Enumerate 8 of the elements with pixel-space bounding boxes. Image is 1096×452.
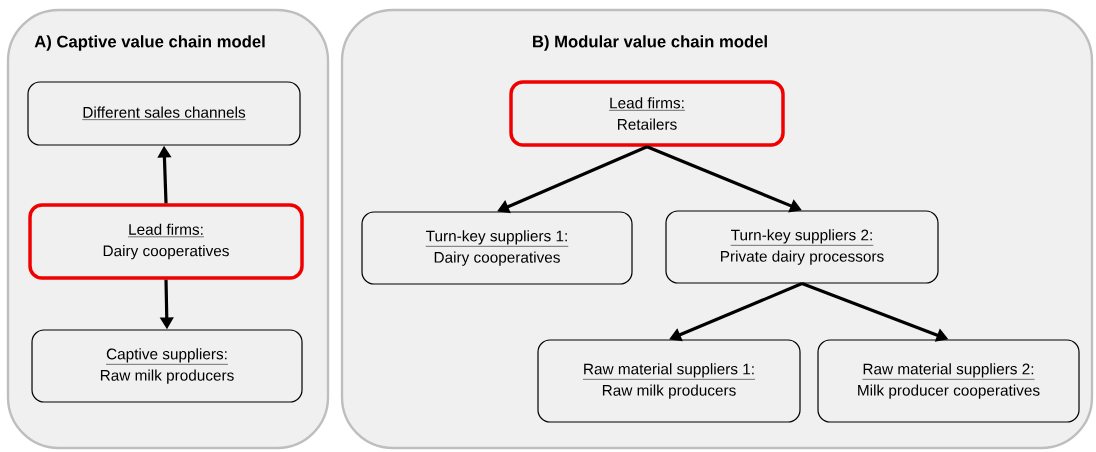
supplier-box: Captive suppliers: Raw milk producers: [31, 329, 303, 403]
supplier-box: Different sales channels: [27, 81, 301, 146]
lead-firm-box: Lead firms: Retailers: [509, 80, 785, 147]
lead-firm-box: Lead firms: Dairy cooperatives: [28, 203, 304, 280]
supplier-box: Turn-key suppliers 2: Private dairy processors: [665, 210, 939, 284]
supplier-box: Turn-key suppliers 1: Dairy cooperatives: [361, 211, 633, 285]
supplier-box: Raw material suppliers 2: Milk producer cooperatives: [817, 339, 1080, 423]
supplier-box: Raw material suppliers 1: Raw milk producers: [537, 339, 801, 423]
